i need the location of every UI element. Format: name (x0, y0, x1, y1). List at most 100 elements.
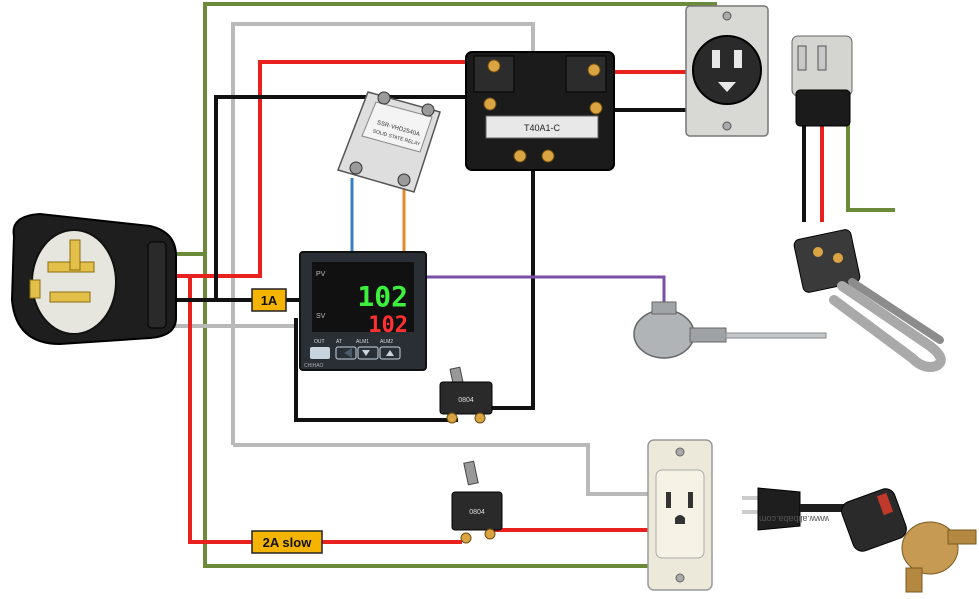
nema-240v-receptacle (685, 5, 769, 137)
neutral-gray-wires (162, 22, 648, 496)
pump-plug-prong-2 (742, 510, 758, 514)
red-wire-plug-top (162, 60, 492, 278)
watermark-text: www.alibaba.com (759, 514, 830, 524)
heater-element-tube (848, 278, 944, 344)
plug-cord-clamp (147, 241, 167, 329)
heater-plug-blade-2 (817, 45, 827, 71)
toggle-body-2 (451, 491, 503, 531)
fuse-1a-body (251, 288, 287, 312)
ssr-terminal-1 (377, 91, 391, 105)
outlet-screw-bottom (675, 573, 685, 583)
toggle-terminal-1b (474, 412, 486, 424)
probe-head (633, 309, 695, 359)
down-arrow-icon[interactable] (362, 350, 370, 356)
indicator-alm1: ALM1 (356, 339, 369, 345)
toggle-model-2: 0804 (469, 509, 485, 516)
controller-brand: CHIHAO (304, 363, 324, 369)
ground-wire-heater (846, 120, 895, 212)
gray-wire-bottom (233, 443, 648, 496)
controller-down-button[interactable] (357, 346, 379, 360)
indicator-at: AT (336, 339, 342, 345)
plug-ground-pin (69, 239, 81, 271)
fuse-1a: 1A (251, 288, 287, 312)
gray-wire-top (231, 22, 535, 445)
contactor-relay: T40A1-C (465, 51, 615, 171)
pump-head (901, 521, 959, 575)
heater-plug-blade-1 (797, 45, 807, 71)
toggle-body-1 (439, 381, 493, 415)
toggle-terminal-1a (446, 412, 458, 424)
purple-thermocouple-wire (426, 275, 666, 302)
receptacle-slot-2 (734, 50, 742, 68)
heater-plug-boot (795, 89, 851, 127)
toggle-terminal-2a (460, 532, 472, 544)
nema-240v-plug (10, 212, 177, 346)
outlet-face (655, 469, 705, 559)
contactor-screw-2 (587, 63, 601, 77)
heater-element-loop (829, 281, 946, 372)
indicator-alm2: ALM2 (380, 339, 393, 345)
controller-set-button[interactable] (310, 347, 330, 359)
contactor-screw-4 (589, 101, 603, 115)
pump-plug: www.alibaba.com (742, 487, 846, 531)
black-wire-controller-loop (294, 318, 458, 422)
probe-sheath (725, 332, 827, 339)
controller-up-button[interactable] (379, 346, 401, 360)
solid-state-relay: SSR-VHD2540A SOLID STATE RELAY (337, 91, 441, 193)
outlet-slot-left-top (666, 492, 671, 508)
ssr-terminal-3 (349, 161, 363, 175)
black-wire-switch-to-contactor (490, 160, 535, 410)
contactor-terminal-block-right (565, 55, 607, 93)
pump-cord (800, 504, 846, 512)
controller-shift-button[interactable] (335, 346, 357, 360)
toggle-model-1: 0804 (458, 397, 474, 404)
duplex-outlet (647, 439, 713, 591)
pump-plug-body (757, 487, 801, 531)
probe-fitting (689, 327, 727, 343)
toggle-switch-controller[interactable]: 0804 (439, 366, 493, 424)
ssr-terminal-4 (397, 173, 411, 187)
pump-outlet-port (947, 529, 977, 545)
pump-plug-prong-1 (742, 496, 758, 500)
fuse-1a-label: 1A (261, 293, 278, 308)
pid-temperature-controller: PV 102 SV 102 OUT AT ALM1 ALM2 CHIHAO (299, 251, 427, 371)
receptacle-screw-bottom (722, 121, 732, 131)
red-wire-down (188, 276, 252, 544)
receptacle-slot-1 (712, 50, 720, 68)
contactor-label (485, 115, 599, 139)
sv-tag: SV (316, 313, 326, 320)
pv-tag: PV (316, 271, 326, 278)
outlet-screw-top (675, 447, 685, 457)
toggle-terminal-2b (484, 528, 496, 540)
toggle-switch-pump[interactable]: 0804 (451, 460, 503, 544)
heater-terminal-2 (833, 253, 843, 263)
ground-wire-main-loop (162, 2, 717, 256)
signal-wires (350, 178, 666, 302)
heater-plug (791, 35, 853, 127)
fuse-2a-body (251, 530, 323, 554)
heater-terminal-head (793, 229, 861, 293)
contactor-model-text: T40A1-C (524, 123, 561, 133)
fuse-2a-slow: 2A slow (251, 530, 323, 554)
contactor-screw-1 (487, 59, 501, 73)
thermocouple-probe (633, 301, 827, 359)
receptacle-screw-top (722, 11, 732, 21)
pump-inlet-port (905, 567, 923, 593)
controller-screen (312, 262, 414, 332)
toggle-lever-2[interactable] (463, 460, 479, 486)
sv-display: 102 (368, 313, 408, 338)
contactor-coil-terminal-2 (541, 149, 555, 163)
immersion-heater-element (793, 222, 976, 378)
up-arrow-icon[interactable] (386, 350, 394, 356)
left-arrow-icon[interactable] (344, 348, 352, 358)
indicator-out: OUT (314, 339, 325, 345)
heater-terminal-1 (813, 247, 823, 257)
pv-display: 102 (357, 280, 408, 313)
water-pump (841, 488, 977, 593)
outlet-ground-hole (675, 515, 685, 524)
plug-neutral-blade (29, 279, 41, 299)
fuse-2a-label: 2A slow (263, 535, 313, 550)
receptacle-face (692, 35, 762, 105)
contactor-coil-terminal-1 (513, 149, 527, 163)
